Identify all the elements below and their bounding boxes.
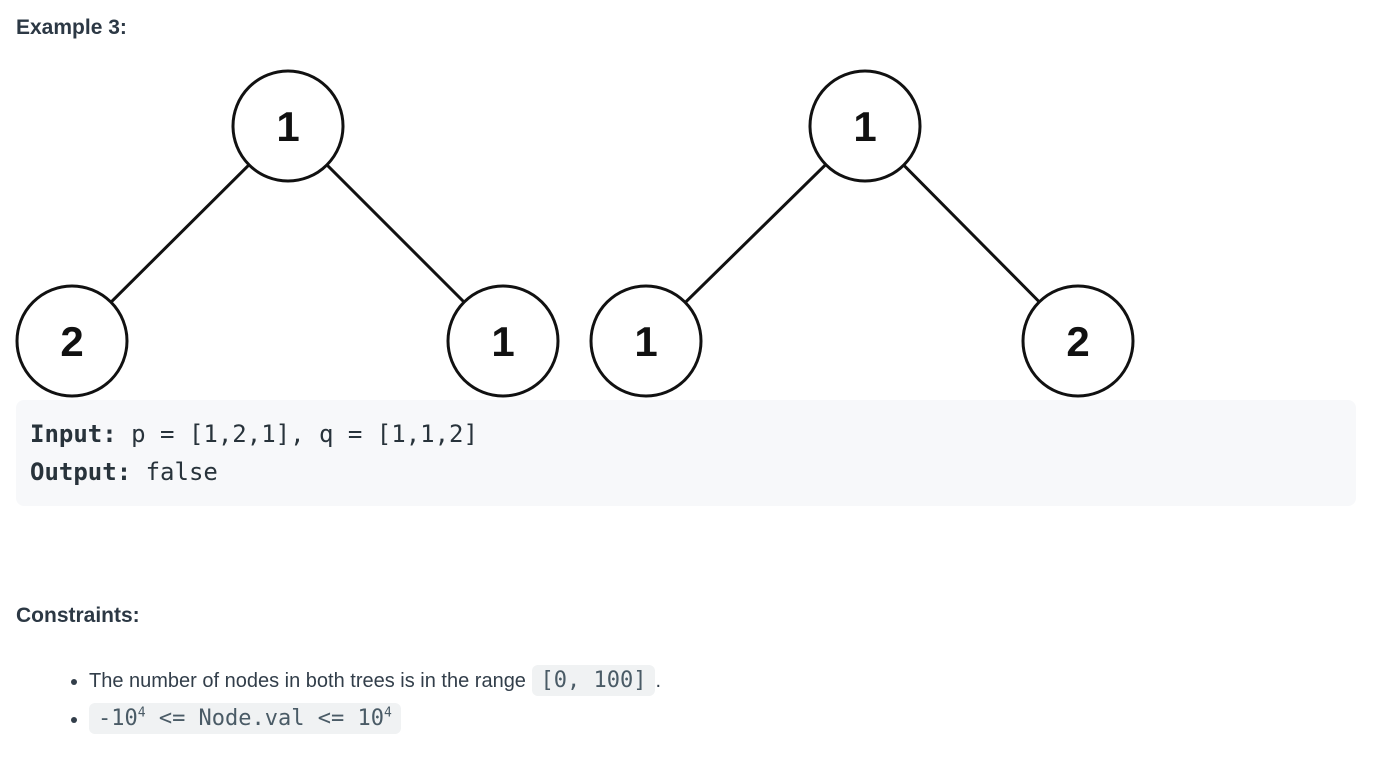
- example-io-block: Input: p = [1,2,1], q = [1,1,2] Output: …: [16, 400, 1356, 506]
- example-input-line: Input: p = [1,2,1], q = [1,1,2]: [30, 415, 1342, 453]
- input-value: p = [1,2,1], q = [1,1,2]: [116, 420, 478, 448]
- example-output-line: Output: false: [30, 453, 1342, 491]
- tree-q: 1 1 2: [589, 69, 1135, 398]
- binary-trees-figure: 1 2 1 1 1 2: [15, 69, 1135, 398]
- problem-description-pane: Example 3: 1 2 1 1: [0, 14, 1376, 738]
- constraint-item-node-value-range: -104 <= Node.val <= 104: [89, 700, 1376, 738]
- tree-q-left-node: 1: [589, 284, 703, 398]
- tree-p-right-value: 1: [491, 318, 514, 365]
- output-value: false: [131, 458, 218, 486]
- tree-p-right-circle: [446, 284, 560, 398]
- input-label: Input:: [30, 420, 117, 448]
- constraint-item-node-count: The number of nodes in both trees is in …: [89, 662, 1376, 700]
- constraint-2-code-start: -10: [98, 706, 138, 731]
- constraint-1-code: [0, 100]: [531, 665, 656, 696]
- tree-p-root-node: 1: [231, 69, 345, 183]
- tree-q-left-circle: [589, 284, 703, 398]
- constraints-heading: Constraints:: [16, 604, 140, 627]
- tree-q-root-node: 1: [808, 69, 922, 183]
- tree-q-right-node: 2: [1021, 284, 1135, 398]
- constraint-2-exponent-1: 4: [137, 705, 146, 721]
- tree-q-root-value: 1: [853, 103, 876, 150]
- example-heading: Example 3:: [16, 16, 127, 39]
- tree-q-right-value: 2: [1066, 318, 1089, 365]
- tree-p-root-circle: [231, 69, 345, 183]
- tree-p-left-node: 2: [15, 284, 129, 398]
- constraint-1-suffix: .: [655, 670, 662, 692]
- tree-p-left-value: 2: [60, 318, 83, 365]
- constraint-2-code-mid: <= Node.val <= 10: [145, 706, 384, 731]
- tree-p: 1 2 1: [15, 69, 560, 398]
- tree-p-left-circle: [15, 284, 129, 398]
- tree-q-root-circle: [808, 69, 922, 183]
- constraint-2-exponent-2: 4: [384, 705, 392, 721]
- output-label: Output:: [30, 458, 132, 486]
- constraints-list: The number of nodes in both trees is in …: [0, 662, 1376, 738]
- tree-p-right-node: 1: [446, 284, 560, 398]
- constraint-2-code: -104 <= Node.val <= 104: [89, 703, 401, 734]
- constraint-1-text: The number of nodes in both trees is in …: [89, 670, 532, 692]
- tree-q-left-value: 1: [634, 318, 657, 365]
- tree-p-root-value: 1: [276, 103, 299, 150]
- tree-q-right-circle: [1021, 284, 1135, 398]
